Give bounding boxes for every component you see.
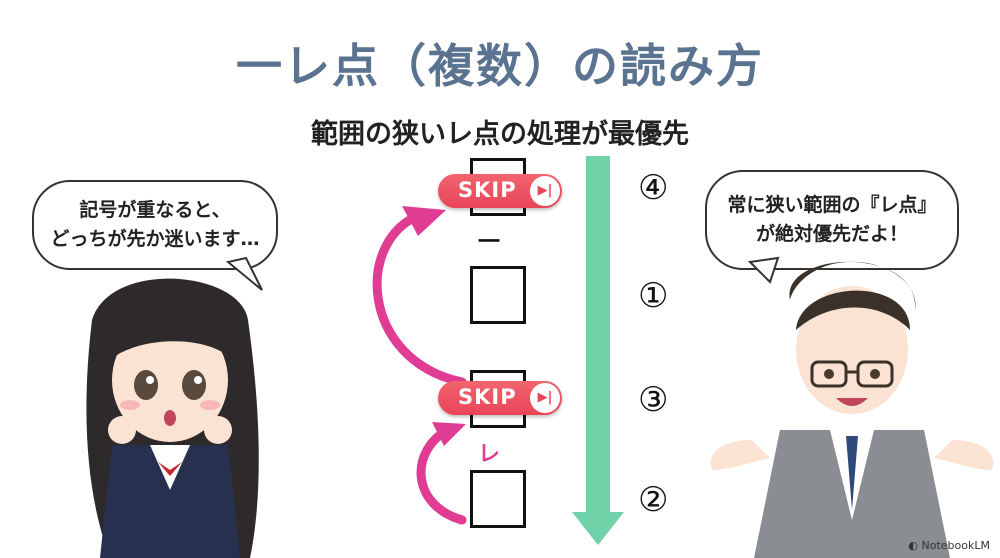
order-number-2: ② bbox=[638, 480, 669, 520]
girl-illustration bbox=[86, 278, 259, 558]
boy-illustration bbox=[710, 261, 994, 558]
bubble-left-tail bbox=[225, 256, 263, 291]
order-number-3: ③ bbox=[638, 380, 669, 420]
re-mark: レ bbox=[478, 442, 501, 467]
kanji-box-1 bbox=[470, 266, 526, 324]
kanji-box-2 bbox=[470, 470, 526, 528]
ichi-mark: 一 bbox=[478, 230, 501, 255]
speech-bubble-left: 記号が重なると、 どっちが先か迷います… bbox=[32, 180, 278, 270]
skip-label: SKIP bbox=[458, 178, 517, 202]
curved-arrow-icon bbox=[372, 210, 467, 525]
bubble-left-line2: どっちが先か迷います… bbox=[50, 228, 260, 250]
notebook-logo-icon: ◐ bbox=[908, 539, 922, 552]
skip-badge-top: SKIP ▶| bbox=[438, 174, 562, 208]
notebooklm-logo: ◐ NotebookLM bbox=[908, 539, 990, 552]
skip-forward-icon: ▶| bbox=[530, 176, 560, 206]
bubble-left-line1: 記号が重なると、 bbox=[79, 198, 231, 221]
page-subtitle: 範囲の狭いレ点の処理が最優先 bbox=[311, 119, 689, 150]
order-number-1: ① bbox=[638, 276, 669, 316]
skip-forward-icon: ▶| bbox=[530, 383, 560, 413]
speech-bubble-right: 常に狭い範囲の『レ点』 が絶対優先だよ！ bbox=[705, 170, 959, 270]
logo-text: NotebookLM bbox=[921, 539, 990, 552]
skip-badge-bottom: SKIP ▶| bbox=[438, 381, 562, 415]
curved-arrow-head-bottom bbox=[432, 422, 466, 446]
bubble-right-line2: が絶対優先だよ！ bbox=[755, 223, 908, 245]
curved-arrow-head-top bbox=[402, 206, 446, 236]
bubble-right-line1: 常に狭い範囲の『レ点』 bbox=[727, 193, 937, 216]
down-arrow-icon bbox=[572, 156, 624, 545]
page-title: 一レ点（複数）の読み方 bbox=[236, 39, 764, 93]
bubble-right-tail bbox=[747, 256, 780, 284]
order-number-4: ④ bbox=[638, 168, 669, 208]
skip-label: SKIP bbox=[458, 385, 517, 409]
